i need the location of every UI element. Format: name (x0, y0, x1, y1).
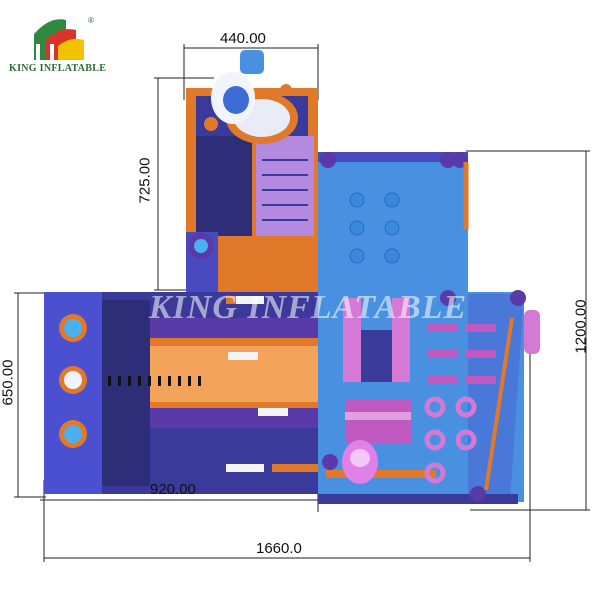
left-section (44, 292, 320, 494)
registered-mark: ® (88, 16, 94, 25)
watermark-text: KING INFLATABLE (148, 289, 468, 326)
brand-logo-graphic (34, 19, 84, 60)
right-section (318, 152, 540, 504)
dimension-left-height: 650.00 (0, 359, 17, 406)
dimension-right-height: 1200.00 (572, 299, 590, 354)
cone-obstacles (59, 314, 87, 448)
dimension-top-width: 440.00 (220, 30, 266, 47)
dimension-left-width: 920.00 (150, 481, 196, 498)
dimension-total-width: 1660.0 (256, 540, 302, 557)
brand-name: KING INFLATABLE (9, 63, 107, 74)
dimension-tower-height: 725.00 (136, 157, 154, 204)
astronaut-figure (204, 50, 298, 144)
